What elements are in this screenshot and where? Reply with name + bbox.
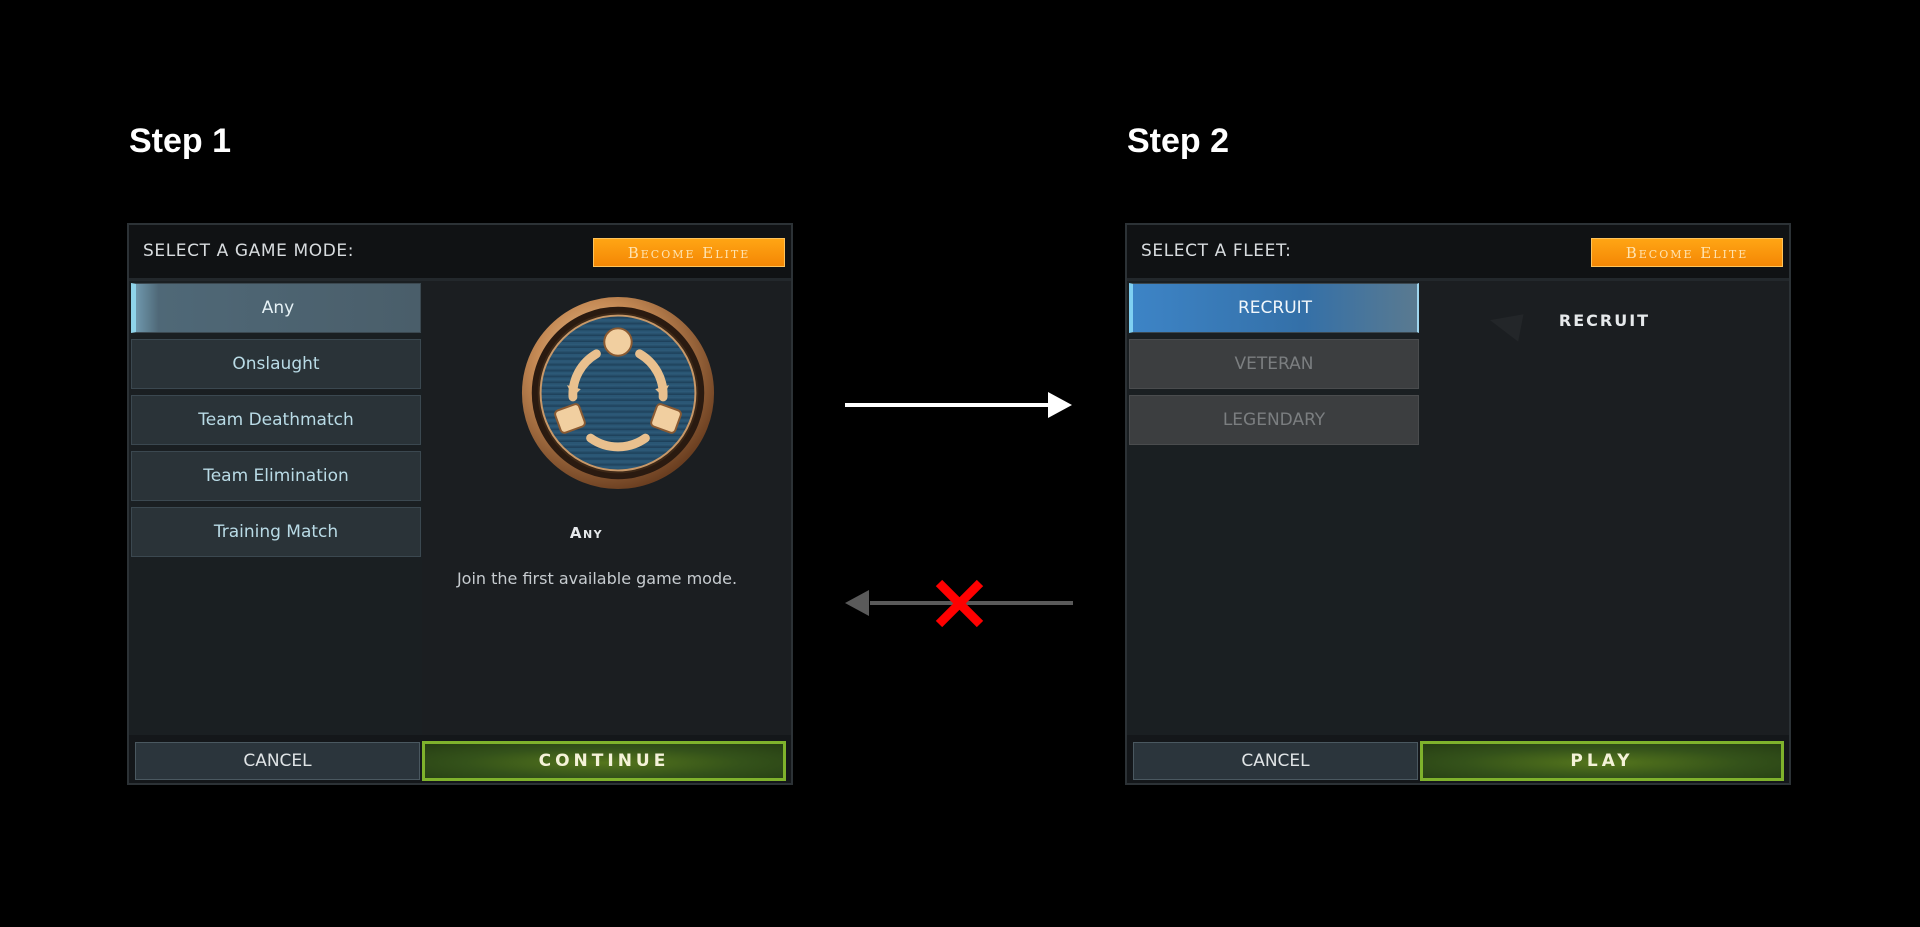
mode-detail-description: Join the first available game mode.	[456, 569, 738, 588]
fleet-item-recruit[interactable]: RECRUIT	[1129, 283, 1419, 333]
cancel-button[interactable]: CANCEL	[135, 742, 420, 780]
continue-button[interactable]: CONTINUE	[422, 741, 786, 781]
fleet-detail: RECRUIT	[1420, 281, 1789, 735]
become-elite-button[interactable]: Become Elite	[593, 238, 785, 267]
mode-item-onslaught[interactable]: Onslaught	[131, 339, 421, 389]
game-mode-footer: CANCEL CONTINUE	[129, 735, 791, 783]
mode-item-team-elimination[interactable]: Team Elimination	[131, 451, 421, 501]
fleet-footer: CANCEL PLAY	[1127, 735, 1789, 783]
fleet-item-veteran[interactable]: VETERAN	[1129, 339, 1419, 389]
arrow-right-icon	[845, 392, 1072, 418]
fleet-detail-title: RECRUIT	[1558, 311, 1651, 330]
fleet-heading: SELECT A FLEET:	[1141, 241, 1292, 261]
game-mode-detail: Any Join the first available game mode.	[422, 281, 791, 735]
flow-arrows	[845, 392, 1073, 628]
mode-item-training-match[interactable]: Training Match	[131, 507, 421, 557]
game-mode-panel: SELECT A GAME MODE: Become Elite Any Ons…	[127, 223, 793, 785]
game-mode-list: Any Onslaught Team Deathmatch Team Elimi…	[129, 281, 422, 735]
step-2-title: Step 2	[1127, 122, 1230, 160]
mode-item-any[interactable]: Any	[131, 283, 421, 333]
fleet-item-legendary[interactable]: LEGENDARY	[1129, 395, 1419, 445]
play-button[interactable]: PLAY	[1420, 741, 1784, 781]
mode-detail-title: Any	[569, 524, 604, 542]
cancel-button[interactable]: CANCEL	[1133, 742, 1418, 780]
arrow-left-icon	[845, 590, 1073, 616]
game-mode-header: SELECT A GAME MODE: Become Elite	[129, 225, 791, 281]
step-1-title: Step 1	[129, 122, 232, 160]
fleet-panel: SELECT A FLEET: Become Elite RECRUIT VET…	[1125, 223, 1791, 785]
game-mode-heading: SELECT A GAME MODE:	[143, 241, 355, 261]
any-mode-emblem-icon	[521, 296, 715, 490]
fleet-list: RECRUIT VETERAN LEGENDARY	[1127, 281, 1420, 735]
red-x-icon	[935, 579, 984, 628]
mode-item-team-deathmatch[interactable]: Team Deathmatch	[131, 395, 421, 445]
become-elite-button[interactable]: Become Elite	[1591, 238, 1783, 267]
fleet-header: SELECT A FLEET: Become Elite	[1127, 225, 1789, 281]
